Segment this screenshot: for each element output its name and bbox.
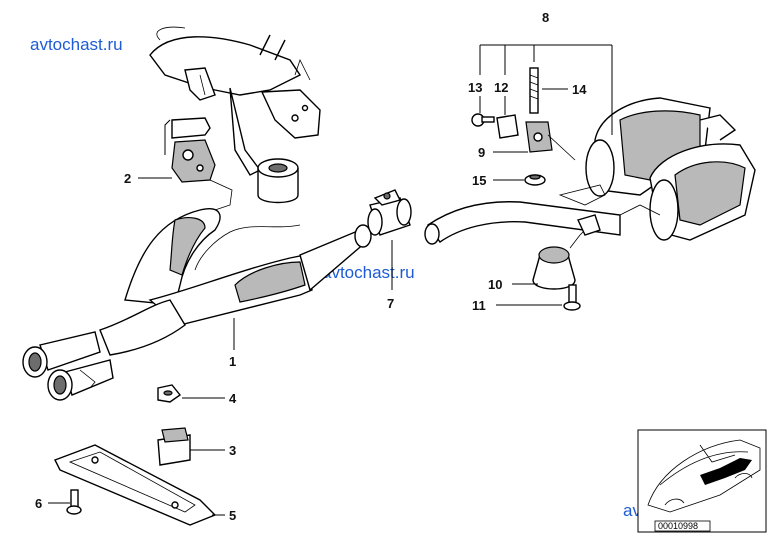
pipe-clamp-7	[367, 189, 412, 236]
callout-13: 13	[468, 80, 482, 95]
callout-15: 15	[472, 173, 486, 188]
leader-8	[479, 44, 613, 135]
watermark-top-left: avtochast.ru	[30, 35, 123, 54]
rear-silencer	[558, 97, 756, 241]
callout-1: 1	[229, 354, 236, 369]
front-exhaust-pipe-assembly	[22, 179, 372, 401]
callout-3: 3	[229, 443, 236, 458]
hanger-9	[525, 121, 576, 161]
callout-6: 6	[35, 496, 42, 511]
body-mount-structure	[149, 26, 321, 176]
bracket-12	[496, 114, 519, 139]
rubber-mount-3	[157, 427, 191, 466]
callout-2: 2	[124, 171, 131, 186]
callout-12: 12	[494, 80, 508, 95]
callout-14: 14	[572, 82, 587, 97]
callout-4: 4	[229, 391, 237, 406]
callout-11: 11	[472, 298, 486, 313]
stud-14	[529, 67, 539, 114]
callout-5: 5	[229, 508, 236, 523]
rubber-mount-upper	[257, 158, 299, 204]
inset-reference-number: 00010998	[658, 521, 698, 531]
vehicle-location-inset: 00010998	[637, 429, 767, 533]
watermark-center: avtochast.ru	[322, 263, 415, 282]
intermediate-pipe	[424, 201, 621, 245]
callout-7: 7	[387, 296, 394, 311]
callout-8: 8	[542, 10, 549, 25]
nut-15	[524, 174, 546, 186]
callout-10: 10	[488, 277, 502, 292]
callout-9: 9	[478, 145, 485, 160]
bolt-13	[471, 113, 495, 127]
rubber-buffer-10	[532, 214, 601, 290]
hanger-bracket-2	[164, 117, 216, 183]
bolt-6	[66, 489, 82, 515]
bolt-11	[563, 284, 581, 311]
nut-4	[157, 384, 182, 403]
